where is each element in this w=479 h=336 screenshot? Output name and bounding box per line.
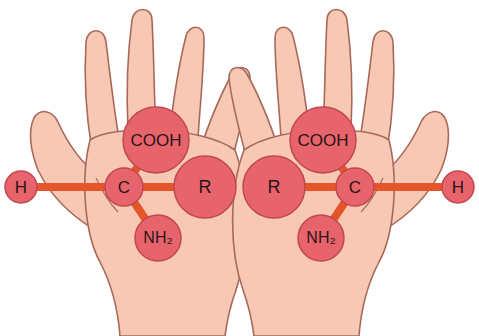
atom-circle-shape — [135, 215, 181, 261]
atom-circle-shape — [298, 215, 344, 261]
atom-circle-shape — [174, 156, 236, 218]
atom-label: C — [349, 179, 361, 196]
atom-circle: COOH — [122, 106, 190, 174]
atom-circle-shape — [290, 107, 356, 173]
atom-label: NH₂ — [306, 230, 335, 246]
atom-label: R — [268, 178, 281, 196]
atom-label: H — [15, 179, 27, 196]
atom-circle-shape — [336, 168, 374, 206]
bond-line — [36, 183, 106, 191]
atom-circle-shape — [442, 171, 474, 203]
atom-circle: R — [173, 155, 237, 219]
atom-label: COOH — [298, 132, 349, 149]
bond-line — [142, 183, 175, 191]
atom-label: H — [452, 179, 464, 196]
atom-circle: NH₂ — [297, 214, 345, 262]
atom-circle-shape — [105, 168, 143, 206]
atom-circle: H — [4, 170, 38, 204]
atom-label: NH₂ — [143, 230, 172, 246]
atom-circle: C — [335, 167, 375, 207]
atom-label: R — [199, 178, 212, 196]
atom-circle-shape — [123, 107, 189, 173]
bond-line — [304, 183, 337, 191]
atom-circle: R — [242, 155, 306, 219]
right-hand — [229, 10, 448, 336]
atom-circle: NH₂ — [134, 214, 182, 262]
atom-label: C — [118, 179, 130, 196]
atom-circle: COOH — [289, 106, 357, 174]
bond-line — [373, 183, 443, 191]
bond-line — [134, 202, 146, 220]
atom-circle: C — [104, 167, 144, 207]
bond-line — [333, 202, 345, 220]
atom-circle: H — [441, 170, 475, 204]
atom-label: COOH — [131, 132, 182, 149]
atom-circle-shape — [243, 156, 305, 218]
atom-circle-shape — [5, 171, 37, 203]
left-hand — [31, 10, 250, 336]
